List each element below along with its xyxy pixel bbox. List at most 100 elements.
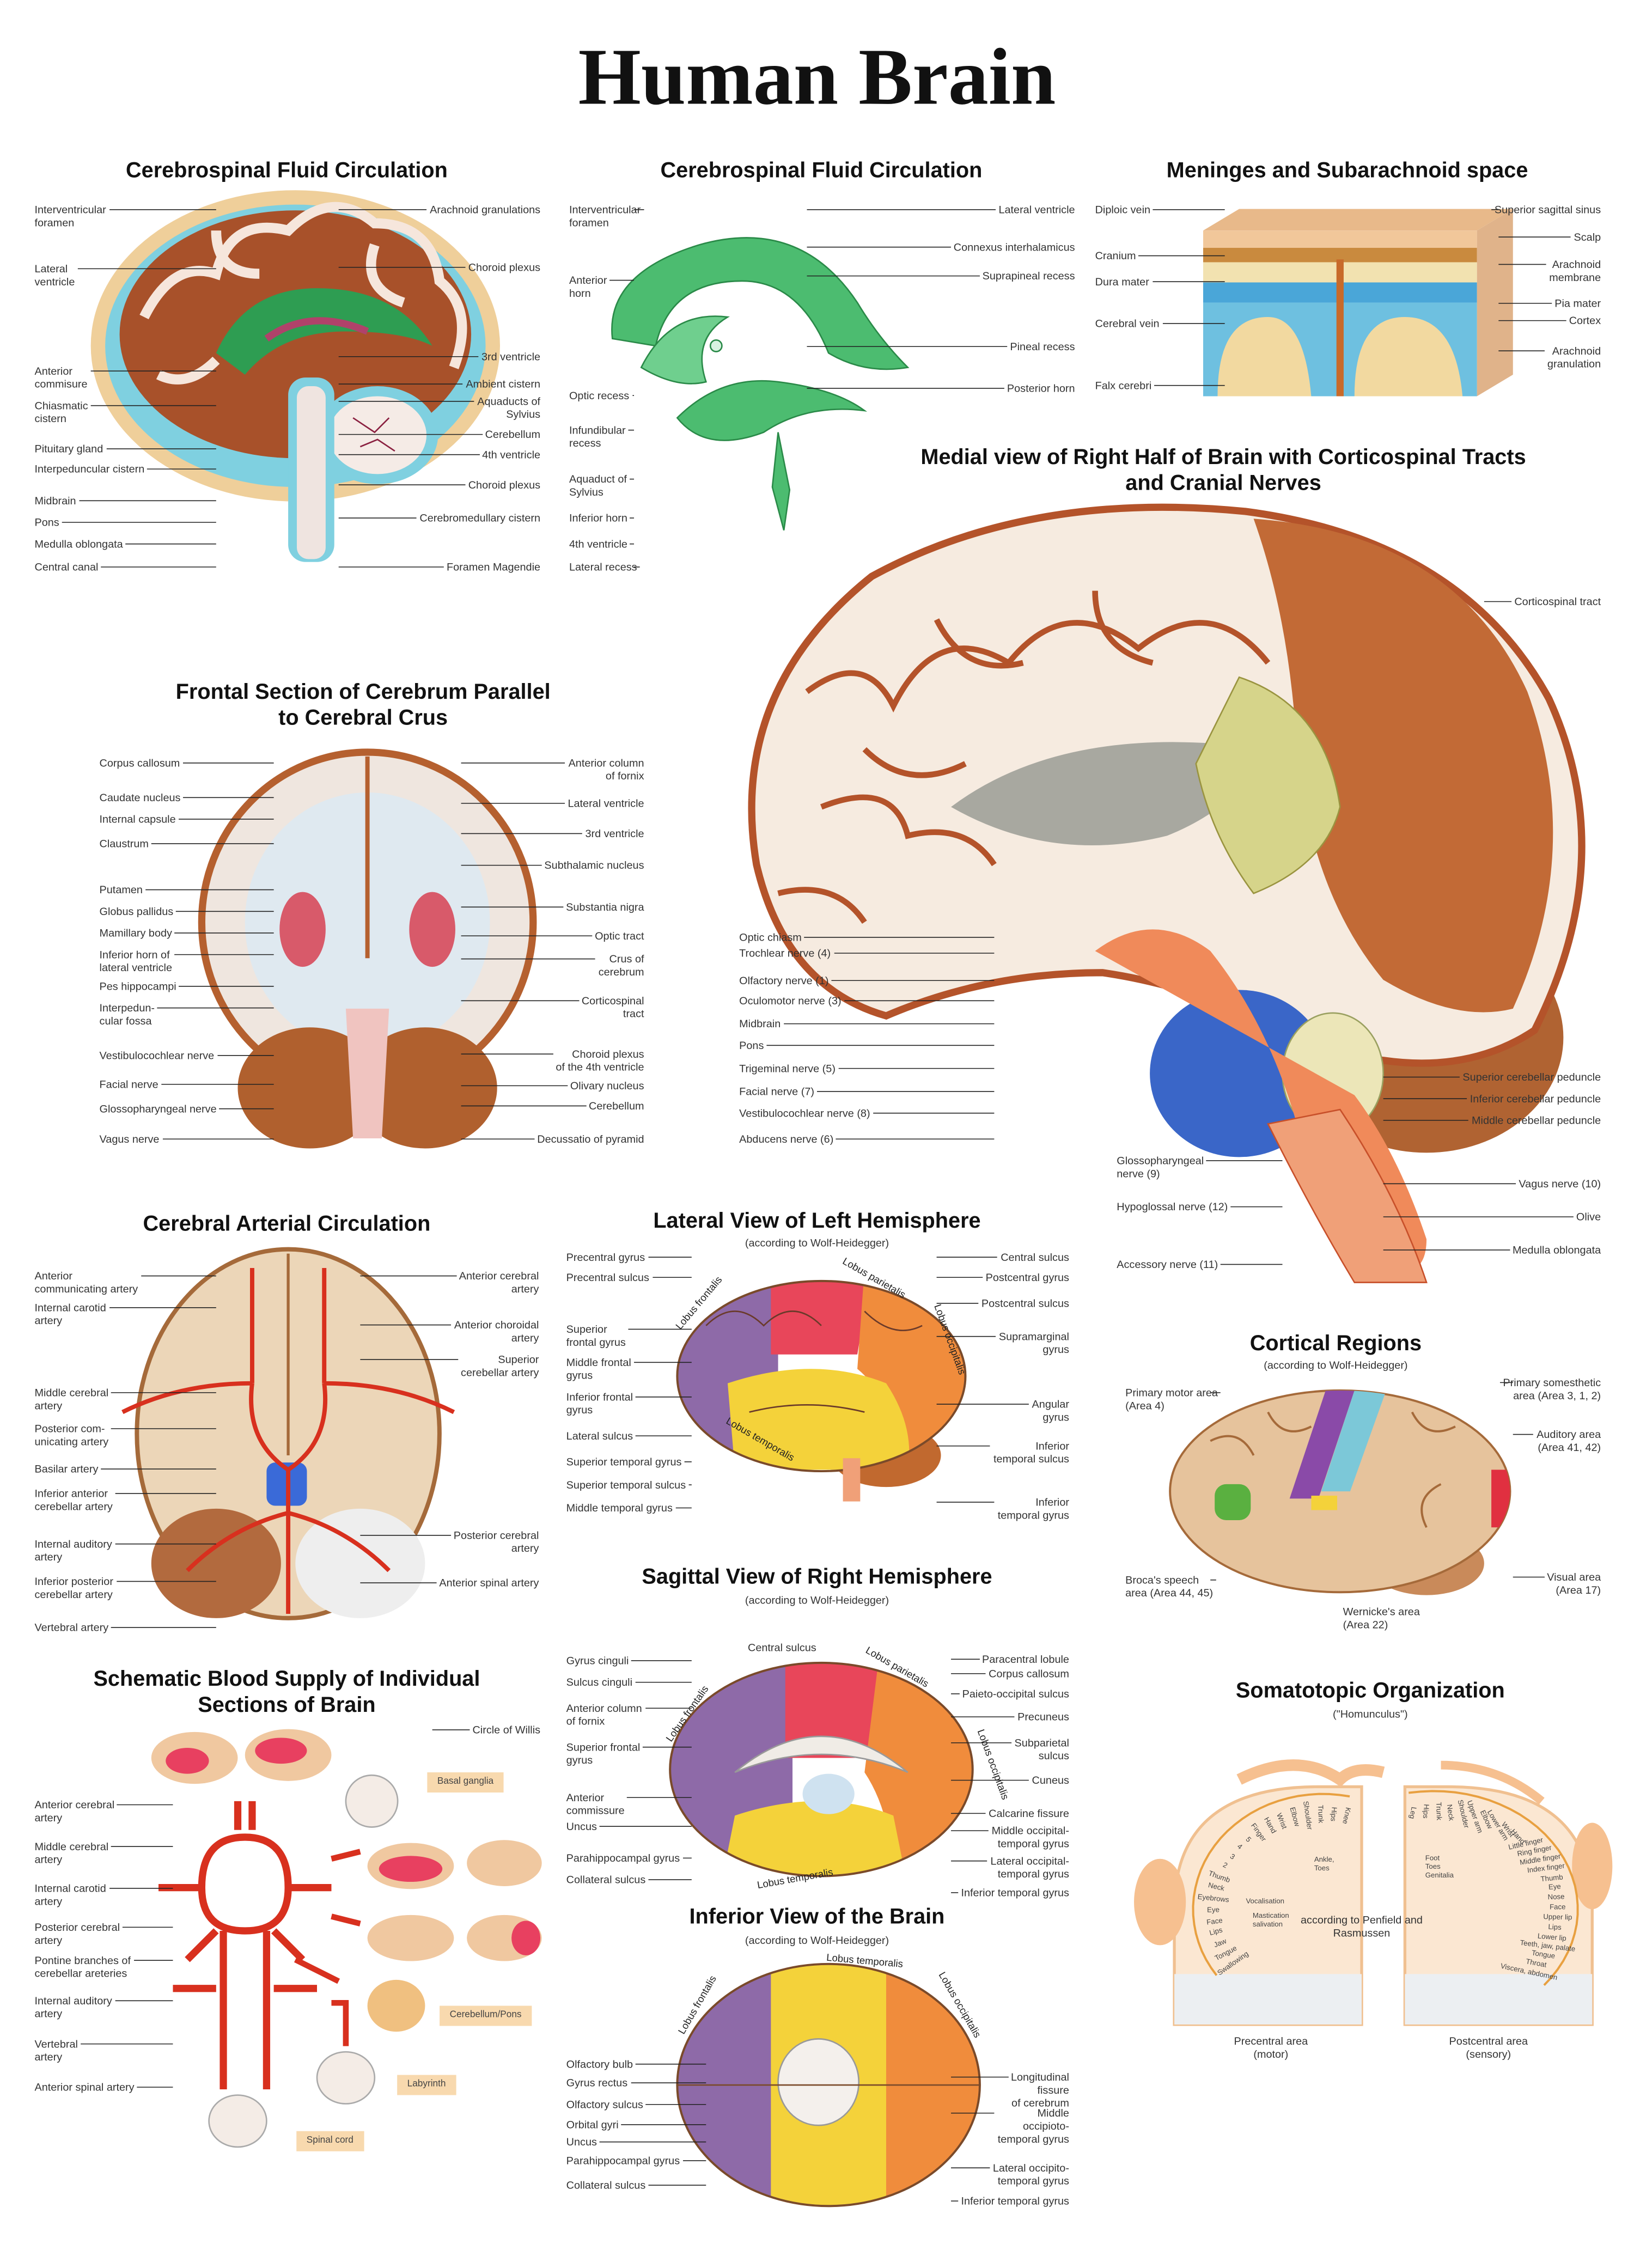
inferior-label: Orbital gyri bbox=[566, 2118, 619, 2131]
medial-label: Trochlear nerve (4) bbox=[739, 947, 831, 960]
frontal-label: Glossopharyngeal nerve bbox=[99, 1102, 217, 1115]
arterial-circulation-illustration bbox=[121, 1247, 455, 1620]
meninges-label: Cortex bbox=[1569, 314, 1601, 327]
meninges-label: Diploic vein bbox=[1095, 203, 1151, 216]
schematic-label: Internal auditory artery bbox=[34, 1994, 112, 2020]
sensory-inner-label: Foot Toes Genitalia bbox=[1425, 1854, 1454, 1881]
schematic-label: Circle of Willis bbox=[472, 1723, 541, 1736]
lateral-label: Postcentral sulcus bbox=[981, 1296, 1069, 1310]
motor-label: Hips bbox=[1327, 1807, 1338, 1822]
medial-label: Olive bbox=[1576, 1210, 1601, 1224]
inferior-label: Inferior temporal gyrus bbox=[961, 2194, 1069, 2208]
frontal-label: Optic tract bbox=[595, 929, 644, 943]
arterial-label: Posterior com- unicating artery bbox=[34, 1422, 109, 1448]
arterial-label: Anterior spinal artery bbox=[439, 1576, 539, 1589]
medial-label: Facial nerve (7) bbox=[739, 1085, 814, 1098]
frontal-label: Vestibulocochlear nerve bbox=[99, 1048, 215, 1062]
lateral-label: Precentral sulcus bbox=[566, 1271, 649, 1284]
csf-ventricles-label: Posterior horn bbox=[1007, 382, 1075, 395]
lateral-label: Inferior frontal gyrus bbox=[566, 1390, 633, 1417]
inferior-title: Inferior View of the Brain bbox=[689, 1905, 945, 1930]
lateral-label: Precentral gyrus bbox=[566, 1251, 645, 1264]
arterial-label: Inferior anterior cerebellar artery bbox=[34, 1487, 113, 1513]
inferior-label: Lateral occipito- temporal gyrus bbox=[992, 2161, 1069, 2187]
arterial-label: Superior cerebellar artery bbox=[461, 1353, 539, 1379]
lateral-label: Inferior temporal sulcus bbox=[993, 1439, 1069, 1466]
meninges-label: Scalp bbox=[1574, 230, 1601, 244]
sagittal-label: Gyrus cinguli bbox=[566, 1654, 629, 1667]
arterial-label: Anterior cerebral artery bbox=[459, 1269, 539, 1296]
csf-sagittal-label: 4th ventricle bbox=[482, 448, 541, 461]
arterial-label: Vertebral artery bbox=[34, 1621, 109, 1634]
sensory-label: Eye bbox=[1548, 1883, 1562, 1893]
medial-label: Accessory nerve (11) bbox=[1117, 1258, 1218, 1271]
frontal-label: Interpedun- cular fossa bbox=[99, 1001, 155, 1028]
frontal-section-illustration bbox=[198, 748, 537, 1149]
medial-title: Medial view of Right Half of Brain with … bbox=[920, 445, 1526, 496]
csf-ventricles-label: Lateral recess bbox=[569, 560, 637, 574]
sagittal-label: Calcarine fissure bbox=[989, 1807, 1069, 1820]
meninges-label: Falx cerebri bbox=[1095, 379, 1152, 392]
lateral-label: Central sulcus bbox=[1001, 1251, 1069, 1264]
lateral-label: Angular gyrus bbox=[1032, 1398, 1069, 1424]
lateral-label: Middle temporal gyrus bbox=[566, 1501, 673, 1515]
csf-ventricles-label: Connexus interhalamicus bbox=[953, 240, 1075, 254]
csf-ventricles-label: Interventricular foramen bbox=[569, 203, 641, 229]
sensory-label: Trunk bbox=[1432, 1802, 1442, 1821]
precentral-caption: Precentral area (motor) bbox=[1234, 2034, 1308, 2061]
csf-sagittal-label: Foramen Magendie bbox=[446, 560, 541, 574]
csf-sagittal-label: Aquaducts of Sylvius bbox=[477, 394, 541, 421]
lateral-label: Supramarginal gyrus bbox=[998, 1330, 1069, 1356]
csf-sagittal-label: Pituitary gland bbox=[34, 442, 103, 455]
schematic-title: Schematic Blood Supply of Individual Sec… bbox=[93, 1667, 480, 1718]
csf-sagittal-title: Cerebrospinal Fluid Circulation bbox=[125, 158, 448, 183]
lateral-label: Middle frontal gyrus bbox=[566, 1356, 631, 1382]
sagittal-label: Sulcus cinguli bbox=[566, 1675, 633, 1689]
frontal-label: Anterior column of fornix bbox=[568, 756, 644, 783]
lateral-label: Superior temporal sulcus bbox=[566, 1478, 686, 1492]
inferior-label: Olfactory sulcus bbox=[566, 2098, 643, 2111]
csf-ventricles-title: Cerebrospinal Fluid Circulation bbox=[660, 158, 983, 183]
sensory-label: Upper lip bbox=[1542, 1913, 1572, 1923]
section-tag: Cerebellum/Pons bbox=[440, 2005, 532, 2026]
medial-label: Vestibulocochlear nerve (8) bbox=[739, 1106, 870, 1120]
sagittal-label: Anterior commissure bbox=[566, 1791, 625, 1817]
medial-label: Medulla oblongata bbox=[1512, 1243, 1601, 1257]
sagittal-label: Middle occipital- temporal gyrus bbox=[991, 1824, 1069, 1850]
csf-sagittal-label: Medulla oblongata bbox=[34, 537, 123, 551]
inferior-label: Collateral sulcus bbox=[566, 2178, 646, 2192]
frontal-label: Cerebellum bbox=[589, 1099, 644, 1113]
sagittal-label: Central sulcus bbox=[748, 1641, 816, 1655]
frontal-label: Corticospinal tract bbox=[581, 994, 644, 1021]
arterial-label: Internal carotid artery bbox=[34, 1301, 106, 1327]
arterial-label: Basilar artery bbox=[34, 1462, 99, 1476]
motor-label: Trunk bbox=[1315, 1804, 1325, 1824]
csf-sagittal-label: Arachnoid granulations bbox=[430, 203, 541, 216]
sagittal-label: Corpus callosum bbox=[989, 1667, 1069, 1680]
lateral-label: Lateral sulcus bbox=[566, 1429, 633, 1443]
csf-sagittal-label: Pons bbox=[34, 516, 59, 529]
schematic-label: Anterior cerebral artery bbox=[34, 1798, 115, 1825]
inferior-label: Uncus bbox=[566, 2135, 597, 2149]
sensory-label: Hips bbox=[1419, 1804, 1430, 1819]
meninges-label: Superior sagittal sinus bbox=[1494, 203, 1601, 216]
inferior-label: Parahippocampal gyrus bbox=[566, 2154, 680, 2167]
motor-arc bbox=[1192, 1793, 1350, 1976]
arterial-label: Middle cerebral artery bbox=[34, 1386, 109, 1412]
frontal-label: Caudate nucleus bbox=[99, 791, 181, 804]
schematic-label: Posterior cerebral artery bbox=[34, 1921, 120, 1947]
sagittal-subtitle: (according to Wolf-Heidegger) bbox=[745, 1593, 889, 1607]
arterial-label: Inferior posterior cerebellar artery bbox=[34, 1575, 113, 1601]
meninges-label: Cranium bbox=[1095, 249, 1136, 263]
medial-brain-illustration bbox=[748, 503, 1586, 1283]
page-title: Human Brain bbox=[578, 33, 1056, 123]
sensory-label: Lips bbox=[1548, 1923, 1563, 1932]
frontal-label: Globus pallidus bbox=[99, 905, 174, 918]
csf-ventricles-label: Infundibular recess bbox=[569, 423, 626, 450]
frontal-label: Crus of cerebrum bbox=[598, 952, 644, 979]
arterial-label: Internal auditory artery bbox=[34, 1537, 112, 1564]
somatotopic-title: Somatotopic Organization bbox=[1235, 1679, 1505, 1703]
